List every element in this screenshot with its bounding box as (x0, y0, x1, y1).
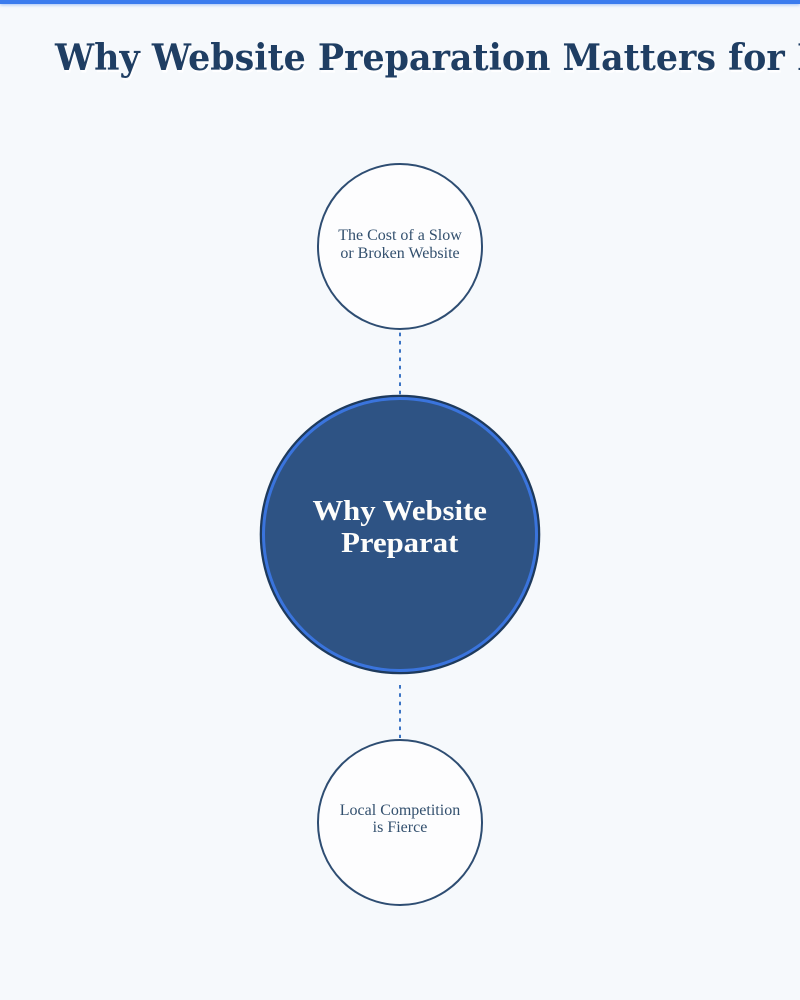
hub-label-line1: Why Website (312, 495, 488, 527)
node-bottom-label-line1: Local Competition (339, 802, 461, 820)
connector-top-dashed-line (399, 332, 401, 396)
page-title: Why Website Preparation Matters for Loca… (54, 35, 800, 79)
node-bottom-label: Local Competition is Fierce (319, 802, 482, 837)
node-bottom-label-line2: is Fierce (372, 819, 428, 837)
hub-label: Why Website Preparat (255, 496, 545, 561)
node-top-label: The Cost of a Slow or Broken Website (319, 227, 482, 262)
diagram-node-bottom: Local Competition is Fierce (316, 739, 484, 906)
hub-label-line2: Preparat (341, 528, 459, 560)
node-top-label-line1: The Cost of a Slow (338, 227, 462, 245)
top-accent-bar (0, 0, 800, 4)
connector-bottom-dashed-line (399, 685, 401, 738)
node-top-label-line2: or Broken Website (340, 244, 460, 262)
diagram-node-top: The Cost of a Slow or Broken Website (316, 163, 484, 330)
diagram-hub: Why Website Preparat (262, 396, 538, 673)
